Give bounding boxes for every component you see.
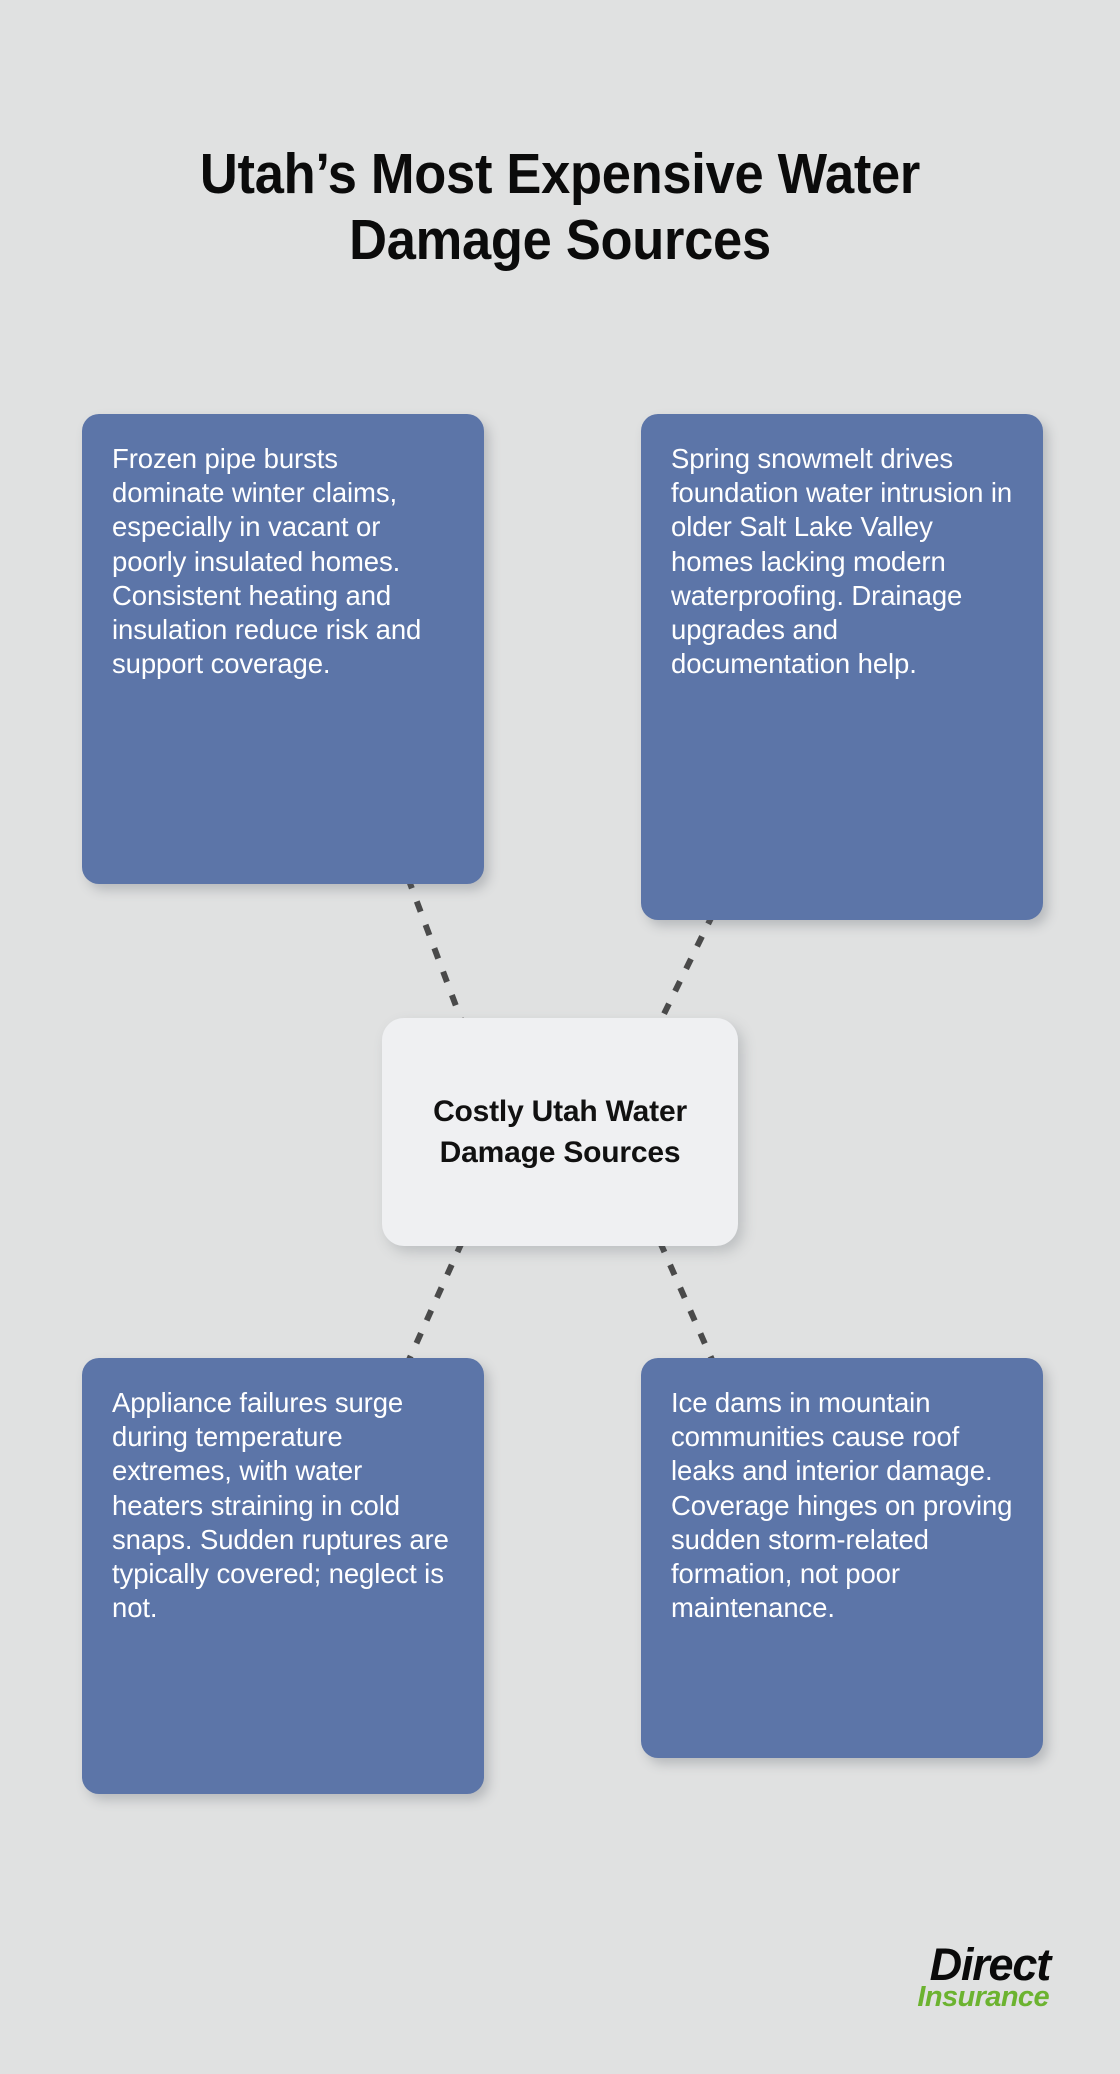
connector-bottom-right	[657, 1240, 716, 1364]
hub-label: Costly Utah Water Damage Sources	[433, 1094, 687, 1169]
card-text: Frozen pipe bursts dominate winter claim…	[112, 443, 422, 680]
page-title: Utah’s Most Expensive Water Damage Sourc…	[199, 142, 921, 272]
brand-logo: Direct Insurance	[917, 1939, 1052, 2013]
connector-bottom-left	[405, 1240, 465, 1364]
card-text: Spring snowmelt drives foundation water …	[671, 443, 1013, 680]
card-text: Appliance failures surge during temperat…	[112, 1387, 449, 1624]
center-hub: Costly Utah Water Damage Sources	[382, 1018, 738, 1246]
logo-primary-text: Direct	[929, 1939, 1052, 1990]
logo-secondary-text: Insurance	[917, 1981, 1049, 2013]
card-frozen-pipe-bursts: Frozen pipe bursts dominate winter claim…	[82, 414, 484, 884]
connector-top-right	[657, 912, 716, 1024]
card-appliance-failures: Appliance failures surge during temperat…	[82, 1358, 484, 1794]
card-text: Ice dams in mountain communities cause r…	[671, 1387, 1013, 1624]
card-ice-dams: Ice dams in mountain communities cause r…	[641, 1358, 1043, 1758]
connector-top-left	[405, 876, 465, 1024]
card-spring-snowmelt: Spring snowmelt drives foundation water …	[641, 414, 1043, 920]
